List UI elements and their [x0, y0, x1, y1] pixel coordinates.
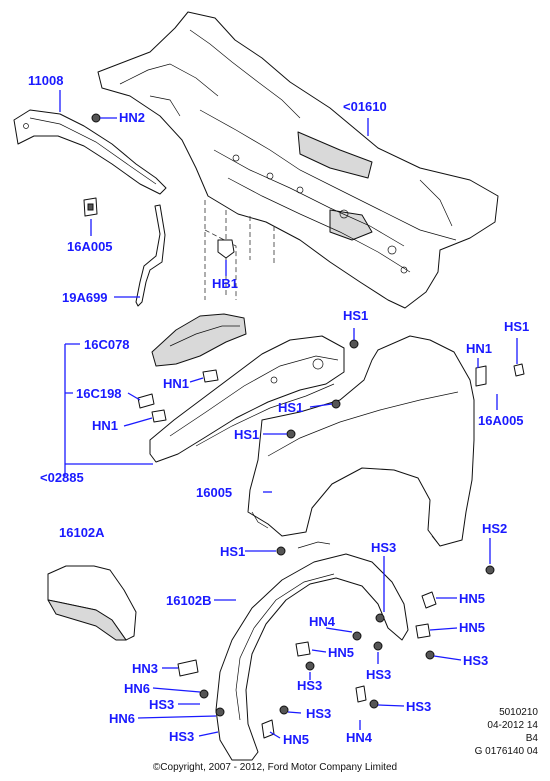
callout-hs3-top[interactable]: HS3 — [371, 540, 397, 555]
callout-01610[interactable]: <01610 — [343, 99, 387, 114]
clip-16a005-left — [83, 197, 98, 217]
wheel-arch-shield — [47, 565, 137, 641]
callout-hn5-d[interactable]: HN5 — [283, 732, 310, 747]
callout-hs3-r[interactable]: HS3 — [463, 653, 489, 668]
callout-11008[interactable]: 11008 — [28, 73, 64, 88]
callout-hn6-b[interactable]: HN6 — [109, 711, 136, 726]
callout-hs1-top[interactable]: HS1 — [343, 308, 369, 323]
ref-illustration-id: G 0176140 04 — [474, 746, 538, 757]
callout-16a005-right[interactable]: 16A005 — [478, 413, 524, 428]
callout-16c078[interactable]: 16C078 — [84, 337, 130, 352]
callout-hn5-a[interactable]: HN5 — [459, 591, 486, 606]
ref-date: 04-2012 14 — [487, 720, 538, 731]
hn1-brackets — [137, 363, 525, 423]
callout-hn5-c[interactable]: HN5 — [328, 645, 355, 660]
callout-hn1-left[interactable]: HN1 — [92, 418, 119, 433]
callout-hn1-mid[interactable]: HN1 — [163, 376, 190, 391]
drain-hose — [135, 204, 166, 307]
callout-hn3[interactable]: HN3 — [132, 661, 159, 676]
ref-grid: B4 — [525, 733, 538, 744]
ref-code: 5010210 — [499, 707, 538, 718]
callout-hs1-right[interactable]: HS1 — [504, 319, 530, 334]
callout-16c198[interactable]: 16C198 — [76, 386, 122, 401]
hn2-clip — [91, 113, 101, 123]
cowl-bracket — [13, 109, 167, 195]
callout-16005[interactable]: 16005 — [196, 485, 233, 500]
callout-hb1[interactable]: HB1 — [212, 276, 239, 291]
callout-hn1-right[interactable]: HN1 — [466, 341, 493, 356]
copyright-notice: ©Copyright, 2007 - 2012, Ford Motor Comp… — [152, 762, 398, 773]
callout-16a005-left[interactable]: 16A005 — [67, 239, 113, 254]
apron-reinforcement-upper — [151, 313, 247, 367]
callout-hn5-b[interactable]: HN5 — [459, 620, 486, 635]
callout-hs3-mid[interactable]: HS3 — [366, 667, 392, 682]
callout-hs3-low[interactable]: HS3 — [297, 678, 323, 693]
callout-hs3-e[interactable]: HS3 — [169, 729, 195, 744]
callout-hs3-d[interactable]: HS3 — [306, 706, 332, 721]
callout-hs2[interactable]: HS2 — [482, 521, 508, 536]
apron-rail — [149, 335, 345, 463]
liner-fasteners — [177, 591, 437, 739]
callout-hs3-c[interactable]: HS3 — [406, 699, 432, 714]
wheel-house-liner — [215, 541, 409, 761]
callout-hn6-a[interactable]: HN6 — [124, 681, 151, 696]
callout-hs1-liner[interactable]: HS1 — [220, 544, 246, 559]
callout-16102a[interactable]: 16102A — [59, 525, 105, 540]
callout-02885[interactable]: <02885 — [40, 470, 84, 485]
callout-hn2[interactable]: HN2 — [119, 110, 146, 125]
callout-19a699[interactable]: 19A699 — [62, 290, 108, 305]
callout-16102b[interactable]: 16102B — [166, 593, 212, 608]
callout-hn4-a[interactable]: HN4 — [309, 614, 336, 629]
front-fender — [247, 335, 475, 547]
leader-lines — [59, 90, 518, 739]
callout-hn4-b[interactable]: HN4 — [346, 730, 373, 745]
hb1-grommet — [217, 239, 235, 259]
callout-hs3-b[interactable]: HS3 — [149, 697, 175, 712]
callout-hs1-fender[interactable]: HS1 — [278, 400, 304, 415]
callout-hs1-low[interactable]: HS1 — [234, 427, 260, 442]
fender-bolts — [276, 339, 495, 575]
